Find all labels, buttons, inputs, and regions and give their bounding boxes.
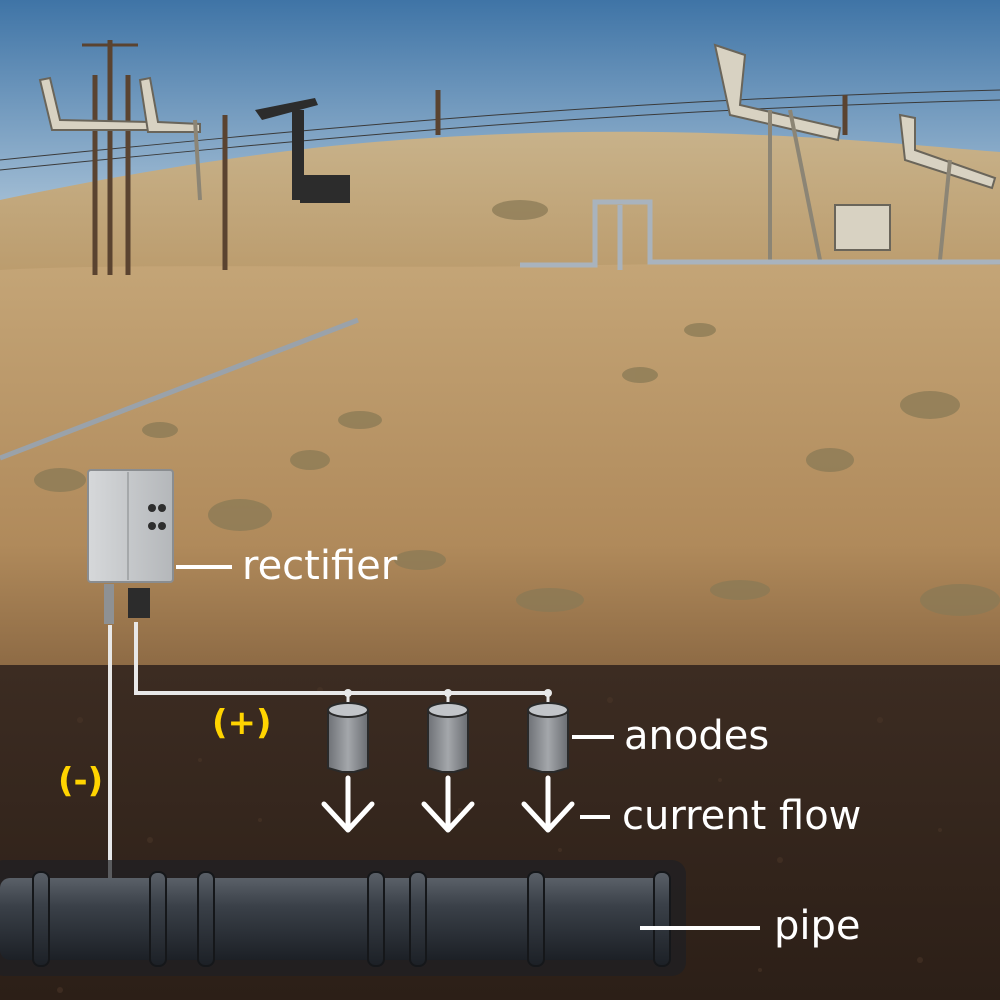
overhead-conduit [0,317,359,461]
rectifier-label: rectifier [242,543,398,589]
power-lines [0,89,1000,171]
soil-texture [57,687,942,993]
pipe [0,860,686,976]
anodes-label: anodes [624,713,770,759]
current-flow-label: current flow [622,793,862,839]
anode [527,693,569,773]
pipe-label: pipe [774,903,861,949]
anode [427,693,469,773]
positive-polarity-label: (+) [212,703,272,743]
rectifier-box [87,469,174,624]
pumpjacks [38,43,997,261]
current-flow-arrow [521,775,575,833]
shrubs [34,200,1000,616]
negative-polarity-label: (-) [58,761,104,801]
surface-piping [520,199,1000,270]
anode [327,693,369,773]
positive-cable [134,622,548,695]
current-flow-arrow [321,775,375,833]
utility-poles [92,40,848,275]
current-flow-arrow [421,775,475,833]
